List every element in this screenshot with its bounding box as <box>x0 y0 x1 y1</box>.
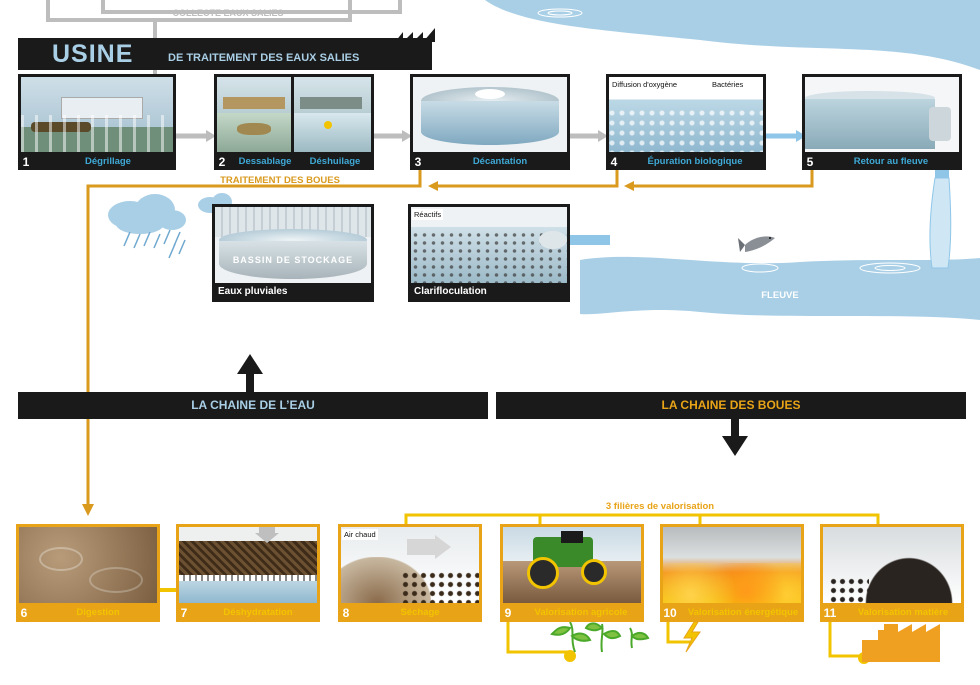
sludge-arrow-digestion <box>82 504 94 516</box>
fleuve-label: FLEUVE <box>761 290 799 301</box>
factory-icon <box>862 624 940 662</box>
factory-roof-icon <box>395 28 435 42</box>
label-air-chaud: Air chaud <box>342 529 378 540</box>
collecte-inner-line <box>101 0 402 14</box>
cloud-icon <box>108 193 232 234</box>
step-6-number: 6 <box>16 605 32 621</box>
label-reactifs: Réactifs <box>412 209 444 220</box>
step-4-image <box>609 77 763 152</box>
label-bacteria: Bactéries <box>710 79 746 90</box>
step-4-label: Épuration biologique <box>647 156 743 167</box>
chaine-eau-bar <box>18 392 488 419</box>
sludge-line-4 <box>436 168 619 188</box>
step-9-label: Valorisation agricole <box>534 607 628 618</box>
sludge-main-line <box>86 168 422 508</box>
rain-icon <box>123 229 186 259</box>
ripple-fish <box>741 263 779 273</box>
arrow-up-head <box>237 354 263 374</box>
ripple-top <box>537 8 583 18</box>
waterfall <box>929 177 952 269</box>
bassin-stockage-label: BASSIN DE STOCKAGE <box>232 255 354 265</box>
step-10-image <box>663 527 801 603</box>
step-9-image <box>503 527 641 603</box>
usine-banner <box>18 38 432 70</box>
step-11-image <box>823 527 961 603</box>
plants-icon <box>550 621 650 653</box>
chaine-boues-bar <box>496 392 966 419</box>
step-2a-image <box>217 77 291 152</box>
eaux-pluviales-image: BASSIN DE STOCKAGE <box>215 207 371 283</box>
filieres-bracket <box>404 513 880 526</box>
arrow-down-head <box>722 436 748 456</box>
step-6-label: Digestion <box>76 607 120 618</box>
step-1-image <box>21 77 173 152</box>
step-7-image <box>179 527 317 603</box>
step-7-label: Déshydratation <box>223 607 293 618</box>
clarifloculation-label: Clarifloculation <box>408 284 510 300</box>
river-area <box>580 256 980 320</box>
step-2b-image <box>294 77 371 152</box>
label-oxygen: Diffusion d'oxygène <box>610 79 680 90</box>
step-11-label: Valorisation matière <box>857 607 949 618</box>
step-5-image <box>805 77 959 152</box>
step-8-image <box>341 527 479 603</box>
arrow-down-shaft <box>731 418 739 440</box>
step-9-number: 9 <box>500 605 516 621</box>
chaine-boues-label: LA CHAINE DES BOUES <box>661 398 801 412</box>
step-4-number: 4 <box>606 154 622 170</box>
step-5-label: Retour au fleuve <box>853 156 929 167</box>
traitement-boues-label: TRAITEMENT DES BOUES <box>220 175 340 186</box>
lightning-icon <box>683 621 701 653</box>
step-8-label: Séchage <box>400 607 440 618</box>
line-10-energy <box>666 622 690 644</box>
sky-water-area <box>485 0 980 70</box>
chaine-eau-label: LA CHAINE DE L’EAU <box>191 398 315 412</box>
pipe-clariflo <box>570 235 610 245</box>
line-9-plants <box>506 622 570 654</box>
step-2-label-dessablage: Dessablage <box>238 156 292 167</box>
fish-icon <box>738 236 775 252</box>
step-10-number: 10 <box>660 605 680 621</box>
step-1-number: 1 <box>18 154 34 170</box>
step-6-image <box>19 527 157 603</box>
step-3-image <box>413 77 567 152</box>
step-3-label: Décantation <box>472 156 528 167</box>
step-3-number: 3 <box>410 154 426 170</box>
step-5-number: 5 <box>802 154 818 170</box>
step-11-number: 11 <box>820 605 840 621</box>
collecte-label: COLLECTE EAUX SALIES <box>172 8 284 18</box>
filieres-label: 3 filières de valorisation <box>605 501 715 512</box>
ripple-fall <box>859 262 921 274</box>
step-2-label-deshuilage: Déshuilage <box>309 156 361 167</box>
step-1-label: Dégrillage <box>85 156 131 167</box>
arrow-up-shaft <box>246 372 254 394</box>
sludge-line-5 <box>632 168 814 188</box>
usine-title: USINE <box>52 40 134 68</box>
step-8-number: 8 <box>338 605 354 621</box>
line-11-factory <box>828 622 862 658</box>
step-2-number: 2 <box>214 154 230 170</box>
step-10-label: Valorisation énergétique <box>687 607 799 618</box>
step-7-number: 7 <box>176 605 192 621</box>
eaux-pluviales-label: Eaux pluviales <box>212 284 298 300</box>
usine-subtitle: DE TRAITEMENT DES EAUX SALIES <box>168 52 360 64</box>
